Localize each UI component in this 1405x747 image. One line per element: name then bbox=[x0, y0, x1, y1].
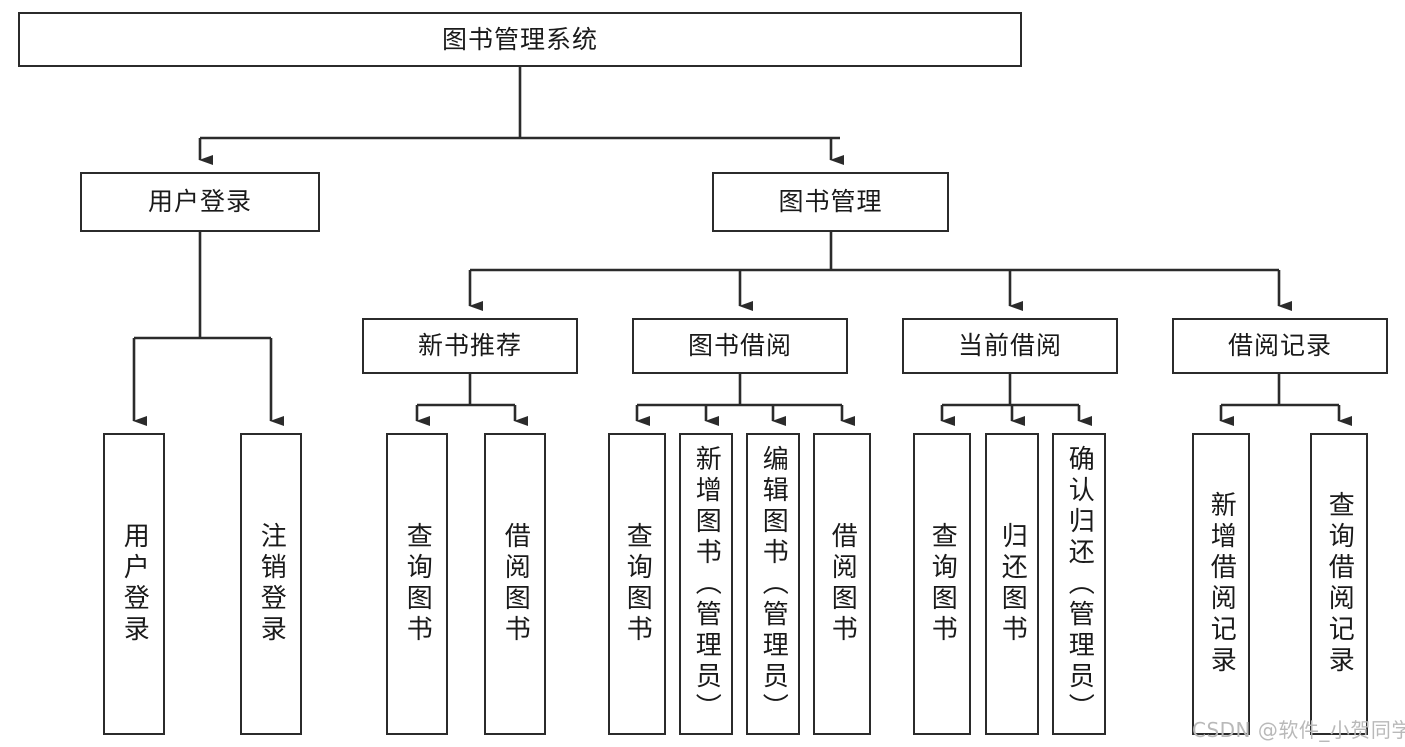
node-leaf-borrow-book[interactable]: 借阅图书 bbox=[813, 433, 871, 735]
node-root-book-management-system[interactable]: 图书管理系统 bbox=[18, 12, 1022, 67]
node-leaf-label: 查询图书 bbox=[927, 522, 958, 646]
node-current-borrowing[interactable]: 当前借阅 bbox=[902, 318, 1118, 374]
node-leaf-label: 归还图书 bbox=[997, 522, 1028, 646]
node-leaf-label: 注销登录 bbox=[256, 522, 287, 646]
node-leaf-add-borrow-record[interactable]: 新增借阅记录 bbox=[1192, 433, 1250, 735]
node-leaf-edit-book-admin[interactable]: 编辑图书（管理员） bbox=[746, 433, 800, 735]
node-leaf-label: 用户登录 bbox=[119, 522, 150, 646]
node-leaf-label: 新增借阅记录 bbox=[1206, 491, 1237, 677]
node-leaf-query-book-borrow[interactable]: 查询图书 bbox=[608, 433, 666, 735]
node-leaf-user-login[interactable]: 用户登录 bbox=[103, 433, 165, 735]
node-leaf-label: 编辑图书（管理员） bbox=[758, 445, 789, 724]
node-leaf-label: 查询图书 bbox=[402, 522, 433, 646]
node-leaf-label: 查询借阅记录 bbox=[1324, 491, 1355, 677]
node-user-login[interactable]: 用户登录 bbox=[80, 172, 320, 232]
node-book-borrowing[interactable]: 图书借阅 bbox=[632, 318, 848, 374]
node-leaf-add-book-admin[interactable]: 新增图书（管理员） bbox=[679, 433, 733, 735]
node-new-book-recommendation[interactable]: 新书推荐 bbox=[362, 318, 578, 374]
node-leaf-confirm-return-admin[interactable]: 确认归还（管理员） bbox=[1052, 433, 1106, 735]
node-book-management[interactable]: 图书管理 bbox=[712, 172, 949, 232]
node-leaf-label: 确认归还（管理员） bbox=[1064, 445, 1095, 724]
node-leaf-query-borrow-record[interactable]: 查询借阅记录 bbox=[1310, 433, 1368, 735]
node-leaf-query-book-rec[interactable]: 查询图书 bbox=[386, 433, 448, 735]
node-leaf-label: 新增图书（管理员） bbox=[691, 445, 722, 724]
node-leaf-label: 查询图书 bbox=[622, 522, 653, 646]
node-leaf-label: 借阅图书 bbox=[827, 522, 858, 646]
node-leaf-borrow-book-rec[interactable]: 借阅图书 bbox=[484, 433, 546, 735]
node-leaf-label: 借阅图书 bbox=[500, 522, 531, 646]
csdn-watermark: CSDN @软件_小贺同学 bbox=[1192, 718, 1405, 742]
node-leaf-logout[interactable]: 注销登录 bbox=[240, 433, 302, 735]
node-leaf-return-book[interactable]: 归还图书 bbox=[985, 433, 1039, 735]
node-leaf-query-book-current[interactable]: 查询图书 bbox=[913, 433, 971, 735]
node-borrowing-record[interactable]: 借阅记录 bbox=[1172, 318, 1388, 374]
